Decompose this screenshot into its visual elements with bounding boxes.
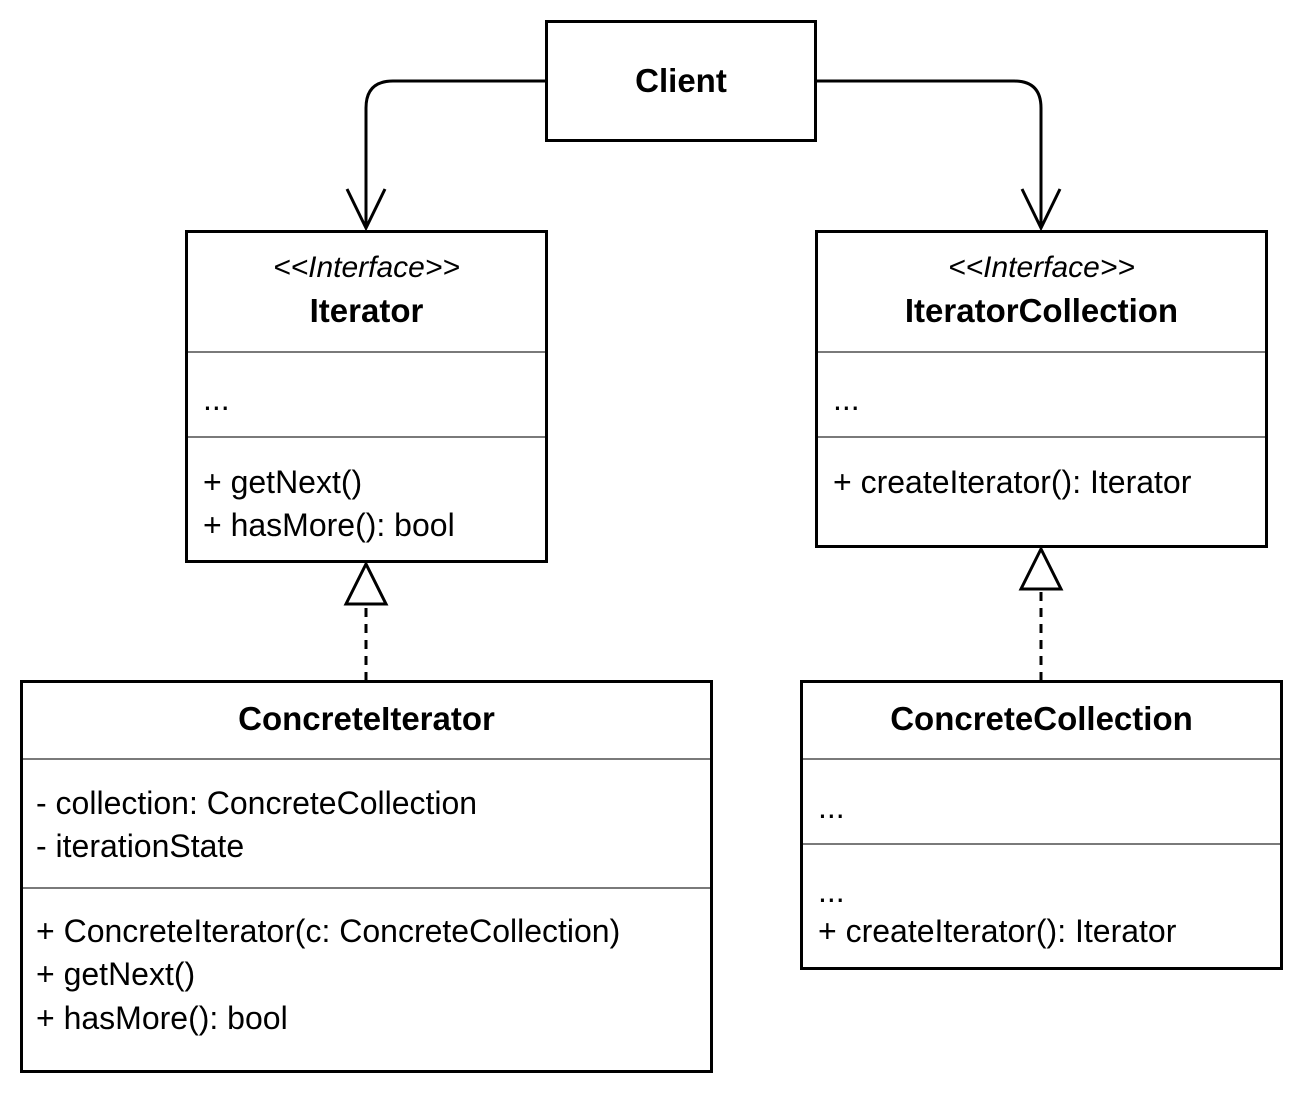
concrete-collection-method: + createIterator(): Iterator (818, 913, 1177, 949)
concrete-iterator-class-name: ConcreteIterator (238, 700, 495, 737)
concrete-collection-field: ... (818, 789, 845, 825)
concrete-collection-header-divider (803, 758, 1280, 760)
iterator-collection-fields-divider (818, 436, 1265, 438)
client-to-collection-association-line (816, 79, 1043, 228)
iterator-header-divider (188, 351, 545, 353)
concrete-iterator-class-box: ConcreteIterator - collection: ConcreteC… (20, 680, 713, 1073)
concrete-iterator-fields-divider (23, 887, 710, 889)
concrete-iterator-header-divider (23, 758, 710, 760)
iterator-method: + getNext() (203, 464, 363, 500)
iterator-collection-method: + createIterator(): Iterator (833, 464, 1192, 500)
iterator-collection-header-divider (818, 351, 1265, 353)
concrete-collection-class-name: ConcreteCollection (890, 700, 1193, 737)
client-class-box: Client (545, 20, 817, 142)
iterator-collection-realization-triangle (1018, 545, 1064, 591)
concrete-iterator-method: + ConcreteIterator(c: ConcreteCollection… (36, 913, 621, 949)
iterator-collection-class-name: IteratorCollection (904, 292, 1179, 329)
iterator-stereotype: <<Interface>> (273, 251, 460, 284)
concrete-collection-class-box: ConcreteCollection ... ... + createItera… (800, 680, 1283, 970)
iterator-class-name: Iterator (309, 292, 424, 329)
concrete-iterator-method: + getNext() (36, 956, 196, 992)
iterator-realization-triangle (343, 560, 389, 606)
concrete-collection-fields-divider (803, 843, 1280, 845)
iterator-collection-stereotype: <<Interface>> (948, 251, 1135, 284)
iterator-collection-field: ... (833, 381, 860, 417)
client-class-name: Client (635, 62, 727, 99)
iterator-fields-divider (188, 436, 545, 438)
iterator-method: + hasMore(): bool (203, 507, 455, 543)
concrete-iterator-field: - iterationState (36, 828, 245, 864)
concrete-collection-method: ... (818, 873, 845, 909)
iterator-interface-box: <<Interface>> Iterator ... + getNext() +… (185, 230, 548, 563)
concrete-iterator-method: + hasMore(): bool (36, 1000, 288, 1036)
concrete-iterator-field: - collection: ConcreteCollection (36, 785, 478, 821)
iterator-collection-interface-box: <<Interface>> IteratorCollection ... + c… (815, 230, 1268, 548)
client-to-collection-open-arrowhead (1020, 188, 1062, 232)
client-to-iterator-open-arrowhead (345, 188, 387, 232)
client-to-iterator-association-line (364, 79, 546, 228)
iterator-field: ... (203, 381, 230, 417)
